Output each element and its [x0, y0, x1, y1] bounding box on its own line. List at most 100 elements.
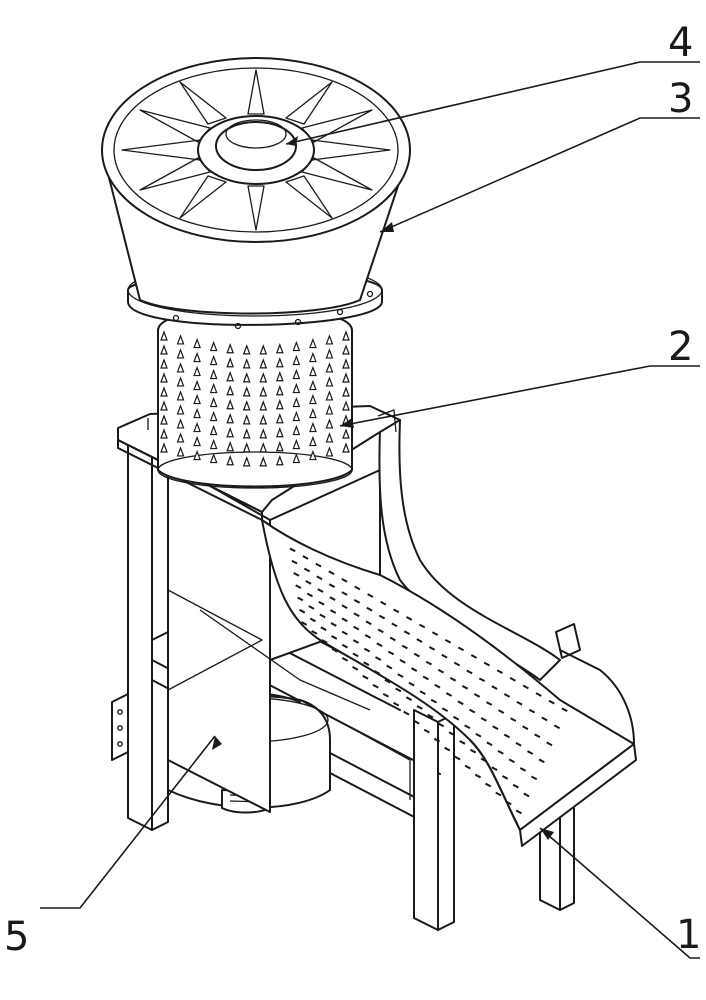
- rotor-spike: [325, 348, 334, 359]
- perforation-slot: [475, 732, 482, 738]
- rotor-spike: [209, 340, 218, 352]
- perforation-slot: [491, 685, 498, 690]
- perforation-slot: [309, 617, 316, 623]
- perforation-slot: [408, 681, 415, 687]
- perforation-slot: [295, 584, 302, 589]
- perforation-slot: [302, 555, 309, 560]
- perforation-slot: [457, 646, 465, 652]
- perforation-slot: [457, 700, 464, 706]
- rotor-spike: [242, 456, 251, 467]
- callout-3: 3: [668, 76, 693, 122]
- rotor-spike: [342, 386, 350, 397]
- perforation-slot: [352, 666, 359, 671]
- perforation-slot: [444, 746, 451, 752]
- rotor-spike: [242, 428, 251, 439]
- rotor-spike: [309, 365, 317, 377]
- rotor-spike: [259, 386, 268, 397]
- perforation-slot: [311, 630, 318, 635]
- perforation-slot: [384, 678, 391, 684]
- perforation-slot: [413, 652, 420, 658]
- perforation-slot: [331, 648, 338, 653]
- perforation-slot: [528, 708, 536, 714]
- rotor-spike: [176, 404, 185, 415]
- rotor-spike: [325, 432, 334, 443]
- perforation-slot: [403, 710, 410, 716]
- rotor-spike: [226, 455, 235, 466]
- perforation-slot: [538, 758, 545, 764]
- rotor-spike: [193, 393, 201, 405]
- rotor-spike: [259, 400, 268, 411]
- perforation-slot: [352, 639, 360, 644]
- perforation-slot: [308, 605, 315, 610]
- perforation-slot: [341, 630, 348, 636]
- perforation-slot: [399, 659, 406, 664]
- perforation-slot: [422, 675, 429, 681]
- rotor-spike: [325, 404, 334, 415]
- rotor-spike: [160, 414, 168, 425]
- rotor-spike: [342, 358, 350, 369]
- rotor-spike: [275, 413, 284, 424]
- rotor-spike: [309, 351, 317, 363]
- rotor-spike: [342, 372, 350, 383]
- rotor-spike: [176, 418, 185, 429]
- perforation-slot: [378, 614, 386, 620]
- perforation-slot: [405, 696, 413, 701]
- perforation-slot: [393, 608, 400, 614]
- perforation-slot: [305, 580, 312, 585]
- perforation-slot: [466, 669, 473, 675]
- perforation-slot: [469, 748, 477, 754]
- perforation-slot: [319, 613, 326, 619]
- perforation-slot: [437, 668, 445, 674]
- rotor-spike: [292, 396, 301, 408]
- rotor-spike: [176, 362, 185, 373]
- rotor-spike: [342, 400, 350, 411]
- rotor-spike: [275, 343, 284, 354]
- rotor-spike: [275, 427, 284, 438]
- perforation-slot: [375, 656, 382, 661]
- rotor-spike: [242, 372, 251, 383]
- perforation-slot: [318, 600, 325, 606]
- rotor-spike: [309, 407, 317, 419]
- perforation-slot: [509, 677, 516, 682]
- rotor-spike: [209, 452, 218, 464]
- rotor-spike: [209, 396, 218, 408]
- perforation-slot: [473, 693, 481, 698]
- rotor-spike: [226, 343, 235, 354]
- callout-4: 4: [668, 20, 693, 66]
- perforation-slot: [329, 609, 337, 614]
- rotor-spike: [325, 376, 334, 387]
- perforation-slot: [425, 660, 432, 666]
- rotor-spike: [242, 400, 251, 411]
- rotor-spike: [275, 441, 284, 452]
- perforation-slot: [501, 775, 509, 780]
- screen-chute: [261, 519, 637, 847]
- perforation-slot: [331, 635, 338, 640]
- rotor-spike: [342, 442, 350, 453]
- perforation-slot: [561, 707, 568, 713]
- perforation-slot: [403, 630, 411, 635]
- perforation-slot: [454, 755, 461, 761]
- perforation-slot: [352, 652, 359, 658]
- perforation-slot: [389, 636, 396, 642]
- rotor-spike: [193, 337, 201, 349]
- perforation-slot: [367, 593, 374, 598]
- perforation-slot: [293, 572, 300, 577]
- rotor-spike: [209, 382, 218, 394]
- perforation-slot: [427, 713, 434, 719]
- perforation-slot: [341, 604, 348, 609]
- leader-lines: [40, 61, 700, 959]
- rotor-spike: [275, 371, 284, 382]
- perforation-slot: [341, 643, 348, 649]
- callout-5: 5: [4, 914, 29, 960]
- rotor-spike: [176, 376, 185, 387]
- perforation-slot: [474, 773, 482, 779]
- rotor-spike: [292, 410, 301, 422]
- rotor-spike: [259, 344, 268, 355]
- rotor-spike: [275, 455, 284, 466]
- perforation-slot: [418, 623, 426, 629]
- rotor-spike: [176, 446, 185, 457]
- perforation-slot: [448, 731, 455, 736]
- perforation-slot: [392, 701, 400, 707]
- perforation-slot: [300, 621, 308, 626]
